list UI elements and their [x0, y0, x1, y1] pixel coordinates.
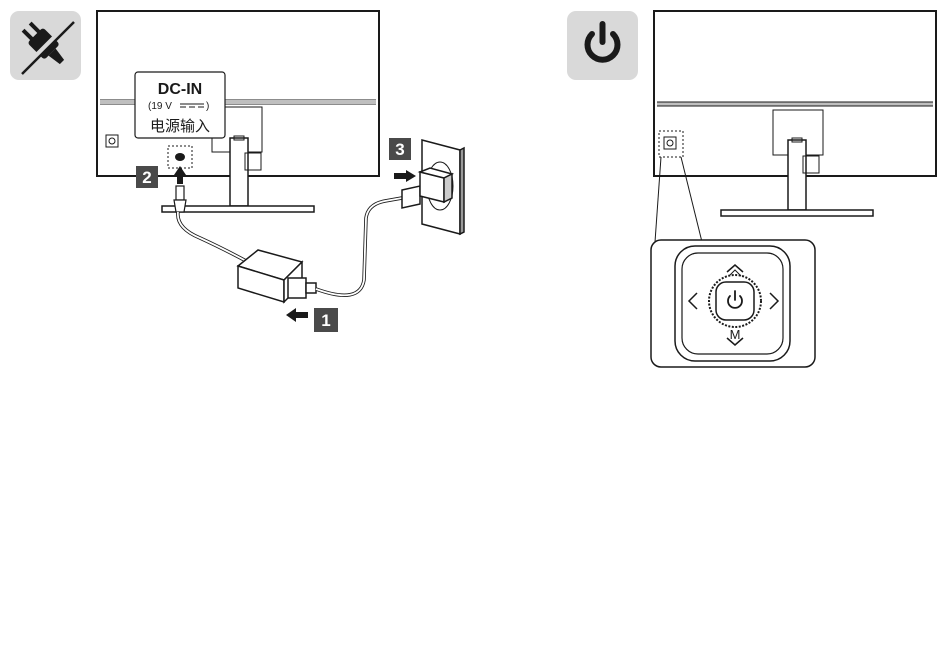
- step-2-arrow-icon: [174, 166, 186, 184]
- monitor-back-right: [654, 11, 936, 216]
- joystick-location-highlight: [659, 131, 683, 157]
- power-icon-tile: [567, 11, 638, 80]
- ac-cable: [316, 198, 402, 295]
- power-adapter: [238, 250, 316, 302]
- svg-text:1: 1: [321, 311, 330, 330]
- step-1-badge: 1: [314, 308, 338, 332]
- plug-icon-tile: [10, 11, 81, 80]
- svg-text:3: 3: [395, 140, 404, 159]
- step-3-arrow-icon: [394, 170, 416, 182]
- joystick-knob[interactable]: [709, 275, 761, 327]
- dc-in-label-box: DC-IN (19 V ) 电源输入: [135, 72, 225, 138]
- step-3-badge: 3: [389, 138, 411, 160]
- dc-in-voltage-close: ): [206, 101, 209, 112]
- dc-in-port: [175, 153, 185, 161]
- step-2-badge: 2: [136, 166, 158, 188]
- dc-in-title: DC-IN: [158, 81, 202, 98]
- callout-line-right: [681, 157, 702, 242]
- dc-in-voltage: (19 V: [148, 101, 172, 112]
- svg-text:2: 2: [142, 168, 151, 187]
- step-1-arrow-icon: [286, 308, 308, 322]
- m-label: M: [730, 327, 741, 342]
- callout-line-left: [655, 157, 661, 242]
- dc-in-chinese: 电源输入: [150, 118, 210, 135]
